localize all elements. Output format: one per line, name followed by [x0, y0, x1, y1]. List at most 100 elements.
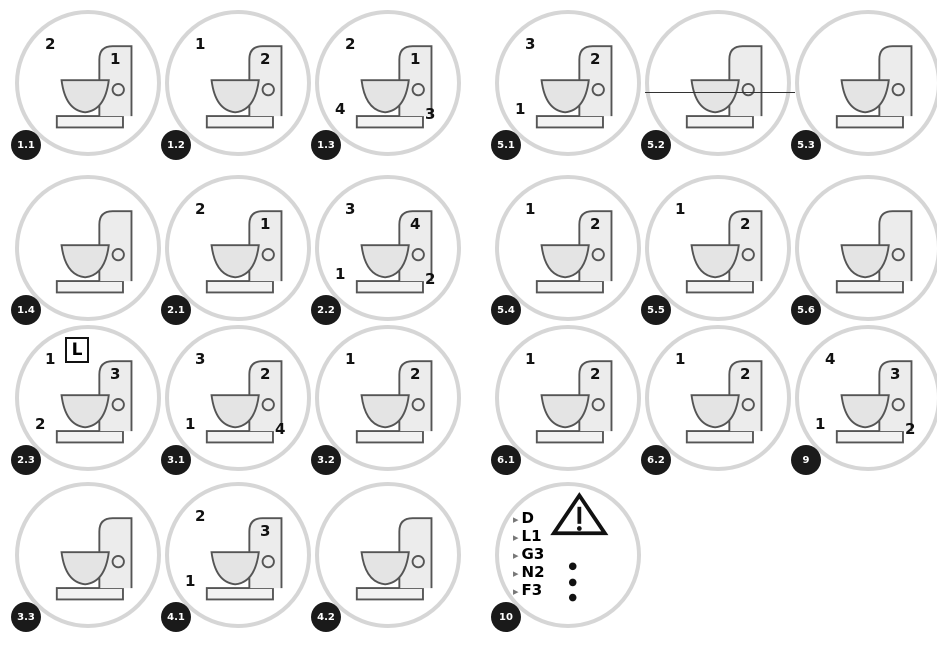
step-number: 2	[590, 215, 601, 233]
step-badge: 5.6	[791, 295, 821, 325]
step-badge: 1.2	[161, 130, 191, 160]
step-number: 1	[195, 35, 206, 53]
step-number: 4	[335, 100, 346, 118]
illustration	[15, 482, 161, 628]
step-panel-10: DL1G3N2F3 10	[491, 482, 641, 632]
divider-line	[645, 92, 795, 93]
step-badge: 5.1	[491, 130, 521, 160]
step-badge: 2.3	[11, 445, 41, 475]
illustration	[315, 175, 461, 321]
step-badge: 4.2	[311, 602, 341, 632]
step-badge: 2.1	[161, 295, 191, 325]
step-number: 2	[425, 270, 436, 288]
step-number: 1	[185, 572, 196, 590]
step-number: 2	[45, 35, 56, 53]
step-number: 1	[525, 200, 536, 218]
step-badge: 5.5	[641, 295, 671, 325]
step-number: 2	[905, 420, 916, 438]
step-number: 1	[515, 100, 526, 118]
step-badge: 5.3	[791, 130, 821, 160]
step-number: 1	[185, 415, 196, 433]
step-panel-5-2: 5.2	[641, 10, 791, 160]
step-number: 2	[740, 365, 751, 383]
step-number: 2	[740, 215, 751, 233]
step-panel-3-3: 3.3	[11, 482, 161, 632]
illustration	[495, 10, 641, 156]
step-badge: 3.2	[311, 445, 341, 475]
step-panel-5-6: 5.6	[791, 175, 937, 325]
step-number: 2	[345, 35, 356, 53]
step-number: 2	[590, 50, 601, 68]
step-number: 2	[195, 507, 206, 525]
accessory-code: F3	[513, 582, 545, 600]
step-number: 3	[890, 365, 901, 383]
step-badge: 2.2	[311, 295, 341, 325]
step-badge: 5.4	[491, 295, 521, 325]
step-number: 2	[260, 50, 271, 68]
illustration	[495, 175, 641, 321]
step-number: 4	[825, 350, 836, 368]
step-number: 3	[425, 105, 436, 123]
step-number: 4	[275, 420, 286, 438]
step-number: 2	[590, 365, 601, 383]
step-badge: 10	[491, 602, 521, 632]
illustration	[315, 10, 461, 156]
step-number: 3	[345, 200, 356, 218]
step-number: 2	[195, 200, 206, 218]
step-number: 2	[35, 415, 46, 433]
illustration	[315, 482, 461, 628]
step-number: 1	[525, 350, 536, 368]
illustration	[165, 175, 311, 321]
step-number: 1	[815, 415, 826, 433]
illustration	[15, 325, 161, 471]
step-badge: 5.2	[641, 130, 671, 160]
setting-label-box: L	[65, 337, 89, 363]
illustration	[795, 325, 937, 471]
illustration	[795, 175, 937, 321]
illustration	[645, 10, 791, 156]
step-badge: 9	[791, 445, 821, 475]
step-badge: 3.3	[11, 602, 41, 632]
accessory-code: L1	[513, 528, 545, 546]
illustration	[15, 175, 161, 321]
step-badge: 1.3	[311, 130, 341, 160]
step-number: 1	[335, 265, 346, 283]
illustration	[645, 325, 791, 471]
accessory-code: N2	[513, 564, 545, 582]
warning-triangle-icon	[550, 492, 609, 602]
step-number: 1	[410, 50, 421, 68]
step-number: 1	[110, 50, 121, 68]
step-panel-4-2: 4.2	[311, 482, 461, 632]
illustration	[165, 10, 311, 156]
step-number: 3	[525, 35, 536, 53]
illustration	[165, 482, 311, 628]
step-number: 1	[260, 215, 271, 233]
step-number: 1	[675, 200, 686, 218]
step-panel-5-3: 5.3	[791, 10, 937, 160]
step-panel-2-2: 3 4 1 2 2.2	[311, 175, 461, 325]
step-number: 2	[410, 365, 421, 383]
accessory-code: D	[513, 510, 545, 528]
step-badge: 6.2	[641, 445, 671, 475]
step-number: 4	[410, 215, 421, 233]
illustration	[645, 175, 791, 321]
illustration	[15, 10, 161, 156]
step-panel-5-1: 3 2 1 5.1	[491, 10, 641, 160]
accessory-code: G3	[513, 546, 545, 564]
step-badge: 3.1	[161, 445, 191, 475]
step-number: 1	[675, 350, 686, 368]
illustration	[165, 325, 311, 471]
step-number: 1	[345, 350, 356, 368]
step-number: 1	[45, 350, 56, 368]
